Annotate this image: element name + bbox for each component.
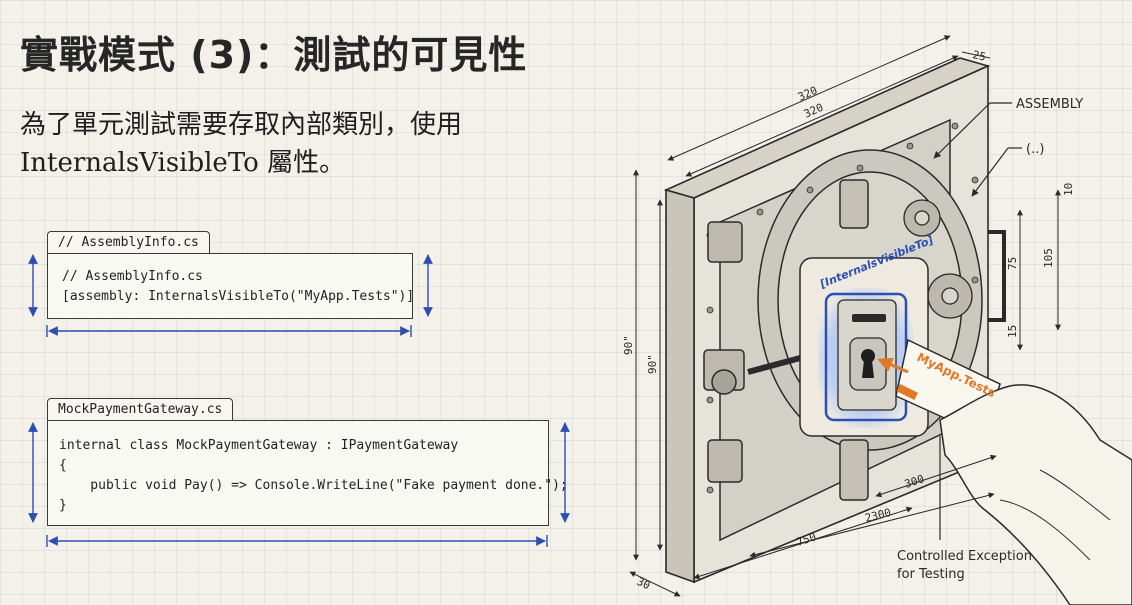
dim-right2: 105 (1042, 248, 1055, 268)
page-title: 實戰模式 (3)：測試的可見性 (20, 33, 528, 77)
dim-top2: 320 (802, 101, 825, 121)
dim-bottom2: 2300 (864, 506, 893, 525)
dim-left1: 90" (622, 335, 635, 355)
dim-bottom1: 300 (903, 472, 926, 491)
code-line: } (59, 498, 67, 513)
dim-bottom4: 30 (635, 575, 652, 592)
caption-line-2: for Testing (897, 567, 965, 582)
dim-left2: 90" (646, 354, 659, 374)
callout-dots: (..) (1026, 142, 1044, 157)
dim-top1: 320 (796, 84, 819, 104)
lock-panel (799, 257, 929, 437)
code-tab-assemblyinfo[interactable]: // AssemblyInfo.cs (47, 231, 210, 254)
callout-assembly: ASSEMBLY (1016, 97, 1083, 112)
code-line: [assembly: InternalsVisibleTo("MyApp.Tes… (62, 289, 415, 304)
page-subtitle: 為了單元測試需要存取內部類別，使用 InternalsVisibleTo 屬性。 (20, 110, 463, 178)
hand-holding-card (877, 338, 1132, 605)
dim-right3: 75 (1006, 257, 1019, 270)
dim-right1: 10 (1062, 183, 1075, 196)
caption-line-1: Controlled Exception (897, 549, 1032, 564)
vault-hinges (703, 221, 745, 483)
code-box-assemblyinfo: // AssemblyInfo.cs [assembly: InternalsV… (47, 253, 415, 319)
dim-right4: 15 (1006, 325, 1019, 338)
code-line: internal class MockPaymentGateway : IPay… (59, 438, 459, 453)
code-tab-mockpaymentgateway[interactable]: MockPaymentGateway.cs (47, 398, 234, 421)
code-line: public void Pay() => Console.WriteLine("… (59, 478, 568, 493)
dim-corner: 25 (971, 48, 987, 63)
vault-handle (988, 230, 1006, 322)
code-line: // AssemblyInfo.cs (62, 269, 203, 284)
code-line: { (59, 458, 67, 473)
dim-bottom3: 750 (795, 530, 818, 549)
code-box-mockpaymentgateway: internal class MockPaymentGateway : IPay… (47, 420, 568, 526)
vault-gears (903, 199, 973, 319)
